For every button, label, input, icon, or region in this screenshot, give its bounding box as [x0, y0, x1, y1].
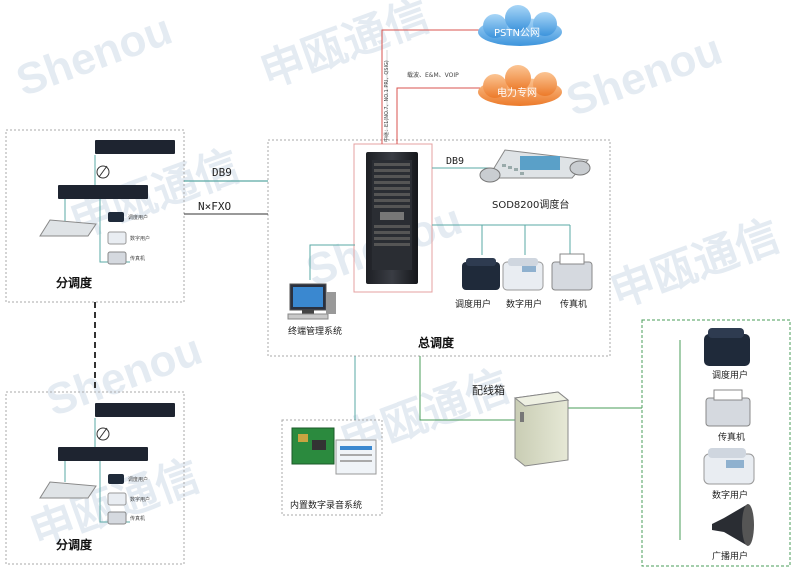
rack-terminal-line: [309, 244, 355, 280]
cloud-power: [478, 65, 562, 106]
main-rack: [366, 152, 418, 284]
sub-top-equipment: [39, 140, 175, 265]
sub-bottom-fax-label: 传真机: [130, 516, 146, 522]
sub-top-fax-label: 传真机: [130, 256, 146, 262]
distribution-cabinet: [513, 391, 570, 467]
console-label: SOD8200调度台: [492, 200, 570, 211]
sub-bottom-digital-label: 数字用户: [130, 497, 151, 503]
hq-dispatch-phone: [462, 258, 500, 290]
sub-bottom-dispatch-label: 调度用户: [128, 477, 149, 483]
right-user-box: [641, 319, 791, 567]
trunk-line-pstn: [381, 29, 480, 144]
right-broadcast-label: 广播用户: [712, 552, 749, 562]
recording-board: [291, 427, 377, 475]
sub-station-box-top: [5, 129, 185, 303]
hq-digital-phone: [502, 258, 544, 291]
trunk-line-power: [396, 87, 480, 144]
sub-station-label-bottom: 分调度: [56, 538, 93, 552]
hq-fax: [551, 253, 593, 291]
terminal-pc: [287, 283, 336, 320]
sub-top-dispatch-label: 调度用户: [128, 215, 149, 221]
right-loudspeaker: [712, 504, 754, 546]
right-fax-label: 传真机: [718, 433, 746, 443]
link-nfxo-label: N×FXO: [198, 200, 232, 213]
rack-highlight: [353, 143, 433, 293]
hq-phone-digital-label: 数字用户: [506, 300, 543, 310]
link-db9-left-label: DB9: [212, 166, 232, 179]
hq-phone-dispatch-label: 调度用户: [455, 300, 492, 310]
right-dispatch-label: 调度用户: [712, 371, 749, 381]
cloud-pstn-label: PSTN公网: [494, 28, 540, 39]
sub-top-digital-label: 数字用户: [130, 236, 151, 242]
right-fax: [705, 389, 751, 427]
cloud-power-label: 电力专网: [497, 88, 537, 99]
right-digital-phone: [703, 448, 755, 485]
trunk-branch-label: 载波、E&M、VOIP: [407, 72, 459, 79]
sub-station-label-top: 分调度: [56, 276, 93, 290]
recording-label: 内置数字录音系统: [290, 501, 363, 511]
sub-bottom-equipment: [39, 403, 175, 525]
hq-phone-fax-label: 传真机: [560, 300, 588, 310]
right-dispatch-phone: [704, 328, 750, 366]
hq-label: 总调度: [418, 336, 455, 350]
sub-station-box-bottom: [5, 391, 185, 565]
hq-box: [267, 139, 611, 357]
link-db9-right-label: DB9: [446, 156, 465, 167]
hq-cabinet-line: [419, 356, 515, 421]
terminal-label: 终端管理系统: [288, 327, 343, 337]
right-digital-label: 数字用户: [712, 491, 749, 501]
cloud-pstn: [478, 5, 562, 46]
dispatch-console: [479, 149, 591, 183]
distribution-label: 配线箱: [472, 384, 505, 397]
recording-box: [281, 419, 383, 516]
trunk-vertical-label: 中继：E1(NO.7、NO.1 PRI、QSIG): [384, 60, 390, 142]
